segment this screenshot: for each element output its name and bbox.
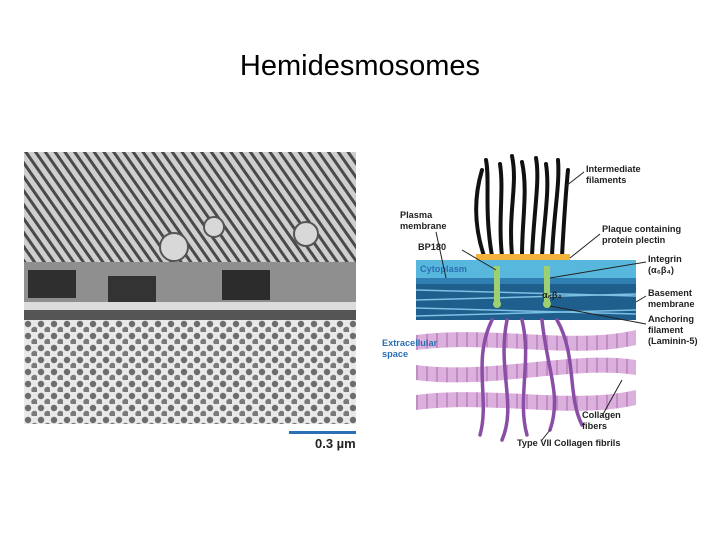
type-vii-fibril bbox=[540, 318, 557, 432]
leader-line bbox=[541, 429, 551, 441]
leader-line bbox=[435, 231, 447, 279]
intermediate-filament bbox=[474, 168, 486, 258]
integrin-right bbox=[544, 266, 550, 302]
integrin-head bbox=[543, 300, 551, 308]
type-vii-fibrils bbox=[478, 318, 584, 442]
micrograph-filament-zone bbox=[24, 152, 356, 272]
integrin-left bbox=[494, 266, 500, 302]
intermediate-filament bbox=[498, 162, 504, 258]
integrin-head bbox=[493, 300, 501, 308]
micrograph-plaque bbox=[222, 270, 270, 300]
type-vii-fibril bbox=[478, 318, 494, 437]
basement-membrane bbox=[416, 284, 636, 320]
type-vii-fibril bbox=[520, 318, 529, 437]
type-vii-fibril bbox=[555, 318, 584, 427]
intermediate-filament bbox=[560, 168, 570, 258]
intermediate-filament bbox=[530, 156, 540, 258]
micrograph-cytoplasm-band bbox=[24, 262, 356, 302]
cytoplasm-band bbox=[416, 260, 636, 280]
leader-line bbox=[549, 305, 647, 325]
leader-line bbox=[549, 261, 647, 279]
type-vii-fibril bbox=[500, 318, 510, 442]
intermediate-filament bbox=[540, 162, 550, 258]
leader-line bbox=[601, 379, 623, 417]
leader-line bbox=[569, 233, 601, 259]
intermediate-filament bbox=[550, 158, 561, 258]
intermediate-filament bbox=[484, 158, 494, 258]
electron-micrograph bbox=[24, 152, 356, 424]
micrograph-plaque bbox=[108, 276, 156, 302]
label-cytoplasm: Cytoplasm bbox=[420, 264, 467, 274]
micrograph-vesicle bbox=[293, 221, 319, 247]
micrograph-membrane-line bbox=[24, 302, 356, 310]
label-integrin: Integrin(α₆β₄) bbox=[648, 254, 682, 275]
basement-membrane-strands bbox=[415, 289, 637, 317]
collagen-fiber bbox=[416, 390, 636, 411]
intermediate-filament bbox=[520, 160, 527, 258]
leader-line bbox=[565, 171, 585, 187]
micrograph-basal-lamina bbox=[24, 310, 356, 320]
intermediate-filament bbox=[509, 154, 516, 258]
leader-lines bbox=[435, 171, 647, 441]
slide-title: Hemidesmosomes bbox=[239, 50, 481, 82]
micrograph-vesicle bbox=[159, 232, 189, 262]
intermediate-filament-bundle bbox=[474, 154, 570, 258]
plasma-membrane bbox=[416, 278, 636, 284]
label-type-vii: Type VII Collagen fibrils bbox=[517, 438, 620, 448]
label-integrin-inline: α₆β₄ bbox=[542, 290, 562, 300]
scale-bar bbox=[289, 431, 356, 434]
micrograph-plaque bbox=[28, 270, 76, 298]
leader-line bbox=[461, 249, 497, 271]
micrograph-vesicle bbox=[203, 216, 225, 238]
label-bp180: BP180 bbox=[418, 242, 446, 252]
leader-line bbox=[635, 295, 647, 303]
scale-label: 0.3 µm bbox=[315, 436, 356, 451]
micrograph-collagen-zone bbox=[24, 320, 356, 424]
